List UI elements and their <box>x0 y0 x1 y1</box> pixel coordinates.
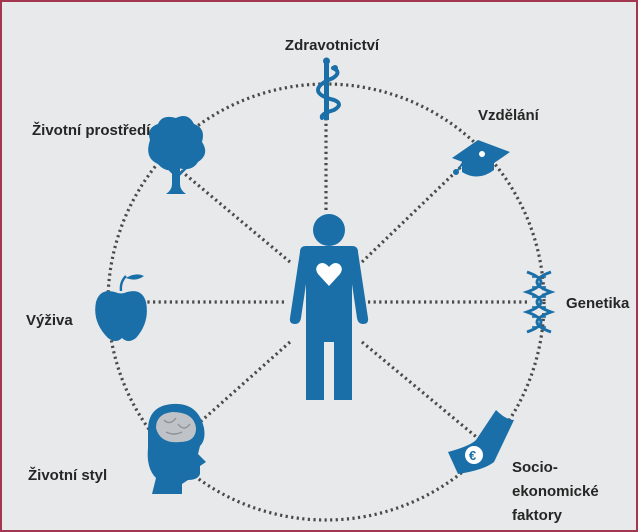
label-vyziva: Výživa <box>26 312 73 329</box>
label-vzdelani: Vzdělání <box>478 107 540 124</box>
label-socio-line-2: ekonomické <box>512 483 599 500</box>
label-zivotni-prostredi: Životní prostředí <box>32 121 151 139</box>
graduation-cap-icon <box>452 140 510 177</box>
spoke-zivotni-styl <box>178 340 292 442</box>
tree-icon <box>148 116 206 194</box>
brain-head-icon <box>147 403 206 494</box>
caduceus-icon <box>315 57 341 120</box>
euro-banknote-icon: € <box>448 410 514 474</box>
label-zdravotnictvi: Zdravotnictví <box>285 37 380 54</box>
label-zivotni-styl: Životní styl <box>28 466 107 484</box>
label-socio-line-3: faktory <box>512 507 563 524</box>
person-with-heart-icon <box>289 214 369 400</box>
svg-text:€: € <box>469 448 476 463</box>
dna-icon <box>522 270 556 334</box>
spoke-zivotni-prostredi <box>178 168 292 264</box>
label-genetika: Genetika <box>566 295 630 312</box>
spoke-vzdelani <box>360 158 470 264</box>
spokes <box>132 120 530 442</box>
apple-icon <box>95 274 147 341</box>
factor-labels: Zdravotnictví Vzdělání Genetika Socio- e… <box>26 37 630 524</box>
label-socio-line-1: Socio- <box>512 459 558 476</box>
spoke-socio <box>360 340 482 442</box>
